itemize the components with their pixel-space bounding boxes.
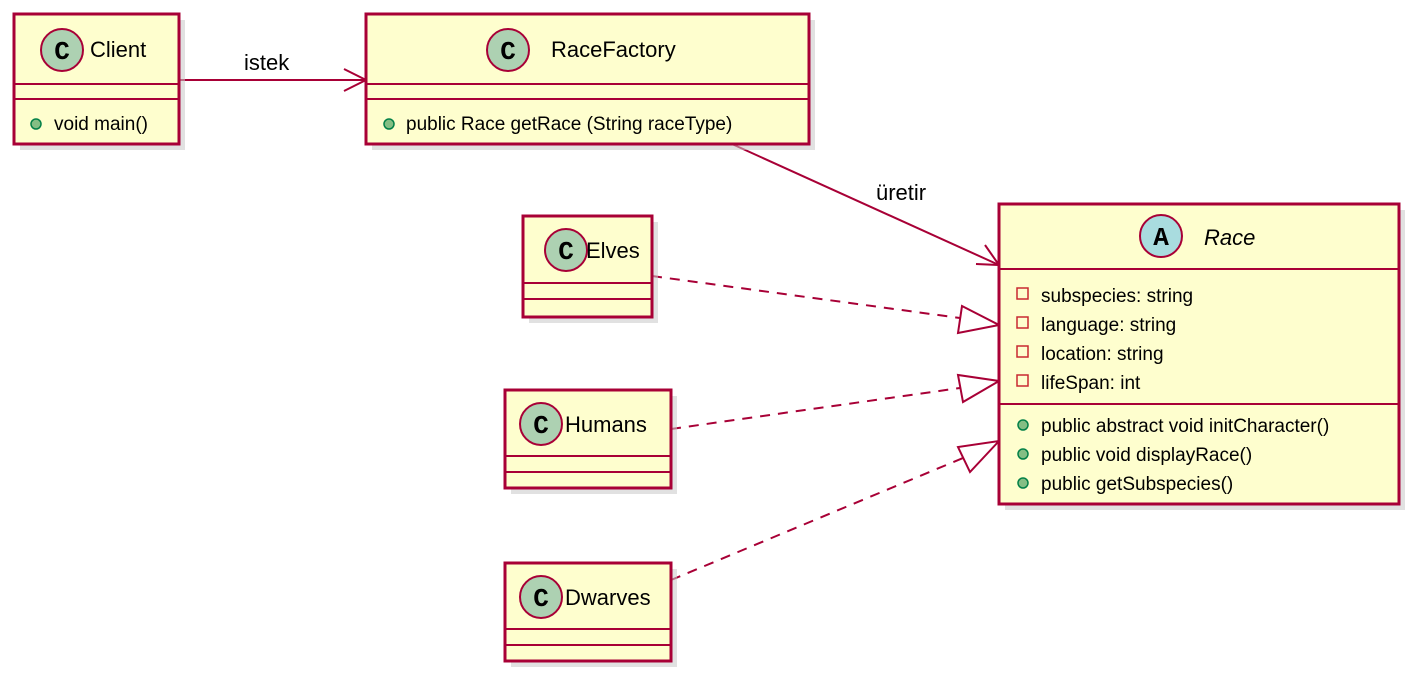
private-field-icon — [1016, 316, 1029, 329]
class-name: Client — [90, 37, 146, 62]
class-badge-letter: C — [558, 237, 574, 267]
method-item: public Race getRace (String raceType) — [406, 114, 732, 135]
class-dwarves[interactable]: C Dwarves — [503, 561, 677, 667]
abstract-badge-letter: A — [1153, 223, 1169, 253]
class-name: Race — [1204, 225, 1255, 250]
class-name: Elves — [586, 238, 640, 263]
public-method-icon — [1017, 419, 1029, 431]
private-field-icon — [1016, 345, 1029, 358]
class-badge-letter: C — [533, 411, 549, 441]
method-item: public getSubspecies() — [1041, 474, 1233, 495]
class-client[interactable]: C Client void main() — [12, 12, 185, 150]
field-item: language: string — [1041, 315, 1176, 336]
relation-label-istek: istek — [244, 50, 290, 75]
class-badge-letter: C — [533, 584, 549, 614]
realization-dwarves-race — [670, 439, 1002, 581]
method-item: public void displayRace() — [1041, 445, 1252, 466]
public-method-icon — [1017, 448, 1029, 460]
private-field-icon — [1016, 287, 1029, 300]
class-badge-letter: C — [54, 37, 70, 67]
class-race-factory[interactable]: C RaceFactory public Race getRace (Strin… — [364, 12, 815, 150]
realization-humans-race — [670, 373, 1002, 430]
class-badge-icon — [486, 28, 530, 72]
class-badge-icon — [519, 575, 563, 619]
class-elves[interactable]: C Elves — [521, 214, 658, 323]
class-humans[interactable]: C Humans — [503, 388, 677, 494]
field-item: lifeSpan: int — [1041, 373, 1141, 394]
relation-client-factory: istek — [179, 50, 369, 92]
class-name: Humans — [565, 412, 647, 437]
class-badge-icon — [544, 228, 588, 272]
private-field-icon — [1016, 374, 1029, 387]
realization-elves-race — [651, 275, 1003, 335]
class-badge-letter: C — [500, 37, 516, 67]
field-item: subspecies: string — [1041, 286, 1193, 307]
method-item: void main() — [54, 114, 148, 135]
relation-label-uretir: üretir — [876, 180, 926, 205]
public-method-icon — [1017, 477, 1029, 489]
method-item: public abstract void initCharacter() — [1041, 416, 1329, 437]
class-name: RaceFactory — [551, 37, 676, 62]
class-name: Dwarves — [565, 585, 651, 610]
class-race[interactable]: A Race subspecies: string language: stri… — [997, 202, 1405, 510]
class-badge-icon — [40, 28, 84, 72]
relation-factory-race: üretir — [731, 143, 1001, 267]
public-method-icon — [383, 118, 395, 130]
public-method-icon — [30, 118, 42, 130]
abstract-badge-icon — [1139, 214, 1183, 258]
class-badge-icon — [519, 402, 563, 446]
field-item: location: string — [1041, 344, 1164, 365]
